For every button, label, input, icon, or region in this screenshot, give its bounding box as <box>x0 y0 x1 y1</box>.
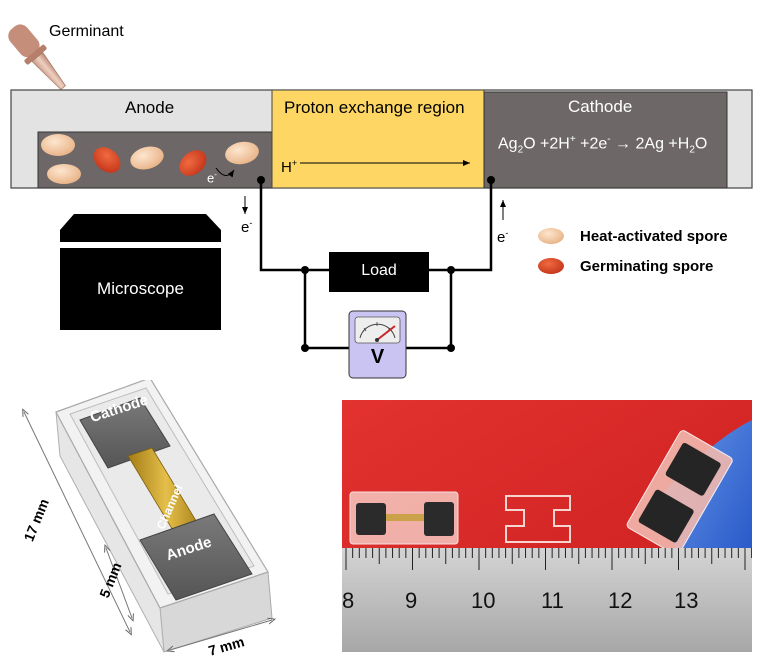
heat-activated-spore <box>225 141 259 165</box>
ruler-number: 13 <box>674 588 699 613</box>
heat-activated-spore <box>41 134 75 156</box>
ruler-number: 9 <box>405 588 418 613</box>
ruler-ticks <box>345 548 752 570</box>
load-box <box>329 252 429 292</box>
germinant-label: Germinant <box>49 23 124 40</box>
heat-activated-spore <box>130 146 164 170</box>
proton-label: H+ <box>281 158 298 176</box>
ruler-number: 12 <box>608 588 633 613</box>
legend-heat-activated-marker <box>538 228 564 244</box>
ruler-number: 8 <box>342 588 355 613</box>
pem-label: Proton exchange region <box>284 98 465 117</box>
electron-right-label: e- <box>497 228 509 246</box>
voltmeter-label: V <box>370 346 385 368</box>
electron-left-label: e- <box>241 218 253 236</box>
mfc-schematic <box>8 24 753 379</box>
cathode-reaction: Ag2O +2H+ +2e- → 2Ag +H2O <box>498 134 708 156</box>
device-3d-illustration <box>0 380 330 653</box>
device-photo <box>342 400 752 652</box>
load-label: Load <box>361 262 397 279</box>
anode-label: Anode <box>125 98 175 117</box>
electron-anode-label: e- <box>207 170 217 186</box>
germinating-spore <box>93 147 121 173</box>
legend-heat-activated-label: Heat-activated spore <box>580 228 728 245</box>
microscope-label: Microscope <box>97 279 184 298</box>
cathode-label: Cathode <box>568 97 633 116</box>
heat-activated-spore <box>47 164 81 184</box>
ruler-numbers: 8 9 10 11 12 13 <box>342 588 752 624</box>
cathode-block <box>483 91 728 189</box>
legend-germinating-marker <box>538 258 564 274</box>
microscope-icon <box>60 214 221 330</box>
ruler-number: 11 <box>541 588 564 613</box>
ruler-number: 10 <box>471 588 496 613</box>
dropper-icon <box>8 24 66 91</box>
legend-germinating-label: Germinating spore <box>580 258 714 275</box>
germinating-spore <box>179 150 207 176</box>
voltmeter-icon <box>348 310 407 379</box>
proton-exchange-region <box>271 89 485 189</box>
